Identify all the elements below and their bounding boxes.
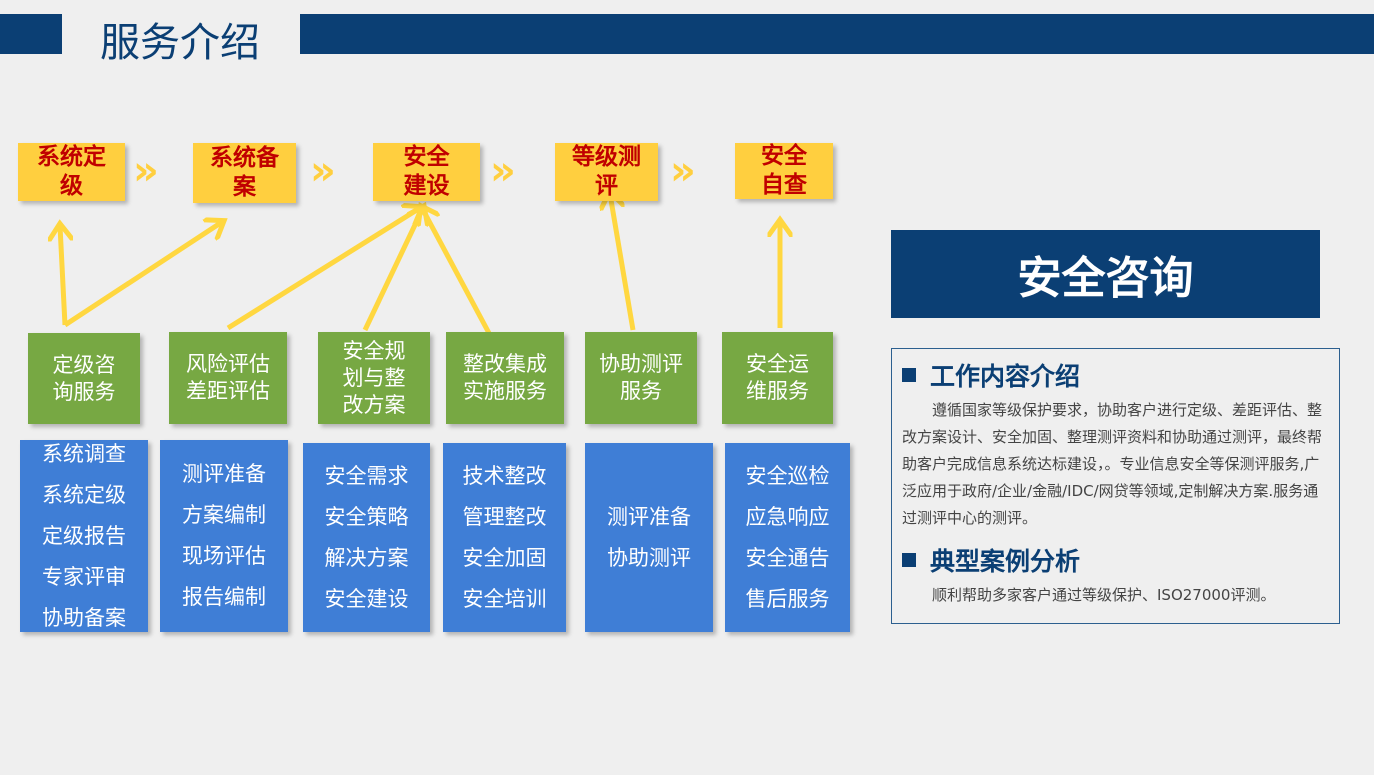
service-6: 安全运维服务 (722, 332, 833, 424)
step-1: 系统定级 (18, 143, 125, 201)
section-heading: 典型案例分析 (902, 542, 1329, 578)
flow-arrows (0, 0, 900, 337)
arrow-1 (60, 226, 65, 326)
consult-title: 安全咨询 (891, 230, 1320, 318)
square-bullet-icon (902, 553, 916, 567)
step-2: 系统备案 (193, 143, 296, 203)
detail-list-5: 测评准备协助测评 (585, 443, 713, 632)
service-1: 定级咨询服务 (28, 333, 140, 424)
arrow-6 (610, 194, 636, 331)
detail-list-6: 安全巡检应急响应安全通告售后服务 (725, 443, 850, 632)
header-bar-left (0, 14, 62, 54)
service-4: 整改集成实施服务 (446, 332, 564, 424)
detail-list-1: 系统调查系统定级定级报告专家评审协助备案 (20, 440, 148, 632)
section-heading: 工作内容介绍 (902, 357, 1329, 393)
arrow-4 (362, 208, 423, 332)
service-5: 协助测评服务 (585, 332, 697, 424)
step-3: 安全建设 (373, 143, 480, 201)
arrow-3 (226, 208, 420, 331)
section-title: 典型案例分析 (930, 547, 1081, 576)
chevron-right-icon: » (310, 148, 336, 194)
service-3: 安全规划与整改方案 (318, 332, 430, 424)
section-title: 工作内容介绍 (930, 362, 1081, 391)
detail-list-2: 测评准备方案编制现场评估报告编制 (160, 440, 288, 632)
page-title: 服务介绍 (100, 20, 260, 66)
detail-list-3: 安全需求安全策略解决方案安全建设 (303, 443, 430, 632)
detail-list-4: 技术整改管理整改安全加固安全培训 (443, 443, 566, 632)
chevron-right-icon: » (670, 148, 696, 194)
section-text: 遵循国家等级保护要求，协助客户进行定级、差距评估、整改方案设计、安全加固、整理测… (902, 401, 1323, 527)
header-bar-right (300, 14, 1374, 54)
chevron-right-icon: » (133, 148, 159, 194)
info-panel: 工作内容介绍 遵循国家等级保护要求，协助客户进行定级、差距评估、整改方案设计、安… (891, 348, 1340, 624)
arrow-2 (63, 222, 222, 328)
step-4: 等级测评 (555, 143, 658, 201)
square-bullet-icon (902, 368, 916, 382)
service-2: 风险评估差距评估 (169, 332, 287, 424)
chevron-right-icon: » (490, 148, 516, 194)
section-text: 顺利帮助多家客户通过等级保护、ISO27000评测。 (932, 586, 1276, 604)
arrow-5 (422, 208, 493, 337)
step-5: 安全自查 (735, 143, 833, 199)
